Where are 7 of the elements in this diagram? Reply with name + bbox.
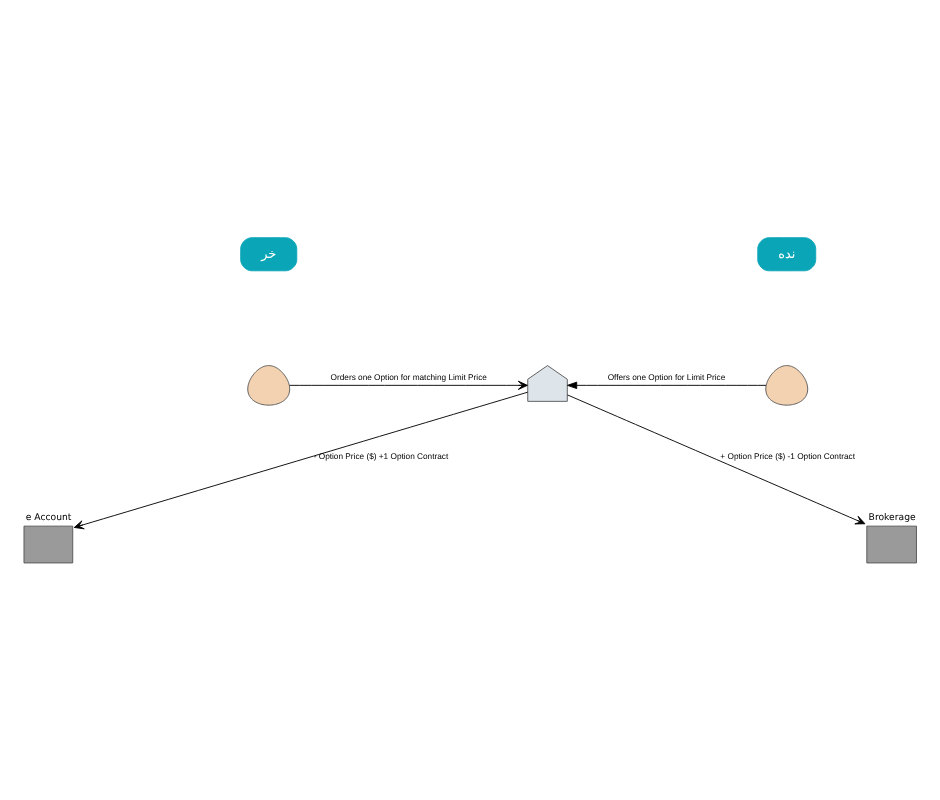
arrow (73, 390, 529, 529)
node-person (247, 364, 291, 405)
arrow (567, 393, 866, 524)
arrow (289, 379, 528, 389)
arrow (567, 380, 767, 389)
node-person (765, 364, 809, 405)
node-box (527, 364, 568, 401)
